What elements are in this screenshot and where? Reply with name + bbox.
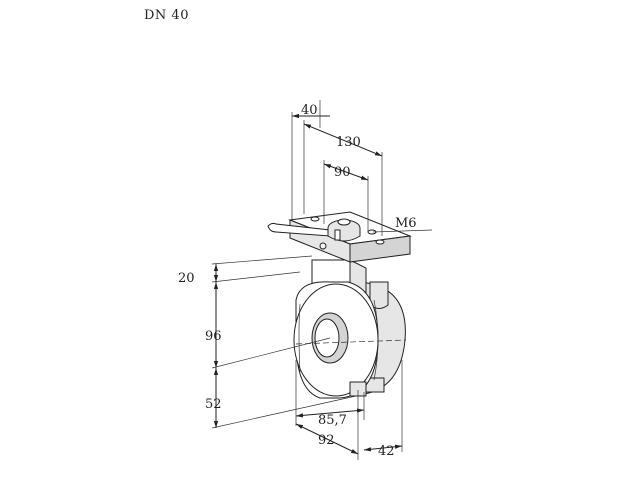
dim-20: 20 <box>178 271 195 286</box>
lever-handle[interactable] <box>267 218 361 242</box>
dim-m6: M6 <box>395 216 417 231</box>
dim-42: 42 <box>378 444 395 459</box>
dim-52: 52 <box>205 397 222 412</box>
dim-130: 130 <box>336 135 361 150</box>
dim-85-7: 85,7 <box>318 413 347 428</box>
dim-92: 92 <box>318 433 335 448</box>
drawing-title: DN 40 <box>144 8 189 23</box>
dimension-lines <box>211 100 433 460</box>
dim-90: 90 <box>334 165 351 180</box>
dim-40: 40 <box>301 103 318 118</box>
valve-body <box>293 259 406 399</box>
dim-96: 96 <box>205 329 222 344</box>
